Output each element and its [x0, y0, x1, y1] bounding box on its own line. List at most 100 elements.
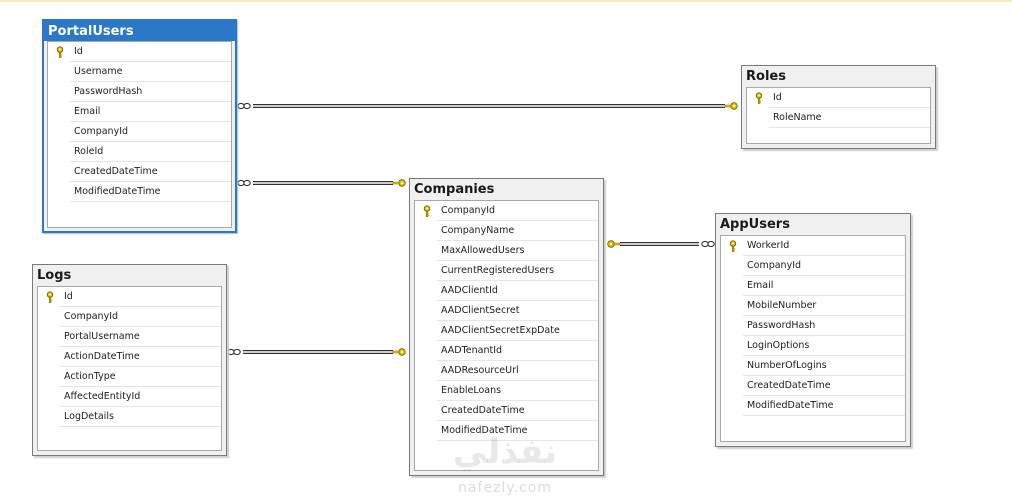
column-row[interactable]: CreatedDateTime: [721, 376, 905, 396]
column-name: Email: [70, 102, 231, 122]
relationship-portalusers-roles[interactable]: [237, 102, 741, 110]
column-row[interactable]: AffectedEntityId: [38, 387, 221, 407]
column-name: CompanyId: [743, 256, 905, 276]
column-row[interactable]: MaxAllowedUsers: [415, 241, 598, 261]
primary-key-icon: [422, 205, 432, 217]
column-row[interactable]: CreatedDateTime: [48, 162, 231, 182]
column-name: LogDetails: [60, 407, 221, 427]
table-title[interactable]: PortalUsers: [44, 21, 235, 41]
column-name: Id: [60, 287, 221, 307]
column-row[interactable]: ActionType: [38, 367, 221, 387]
column-name: WorkerId: [743, 236, 905, 256]
column-row[interactable]: Id: [38, 287, 221, 307]
column-name: LoginOptions: [743, 336, 905, 356]
column-name: CompanyName: [437, 221, 598, 241]
column-name: AADResourceUrl: [437, 361, 598, 381]
primary-key-icon: [55, 46, 65, 58]
column-name: CreatedDateTime: [437, 401, 598, 421]
column-row[interactable]: ModifiedDateTime: [415, 421, 598, 441]
column-row[interactable]: MobileNumber: [721, 296, 905, 316]
column-row[interactable]: LoginOptions: [721, 336, 905, 356]
column-row[interactable]: PasswordHash: [721, 316, 905, 336]
column-row[interactable]: WorkerId: [721, 236, 905, 256]
column-row[interactable]: LogDetails: [38, 407, 221, 427]
column-row[interactable]: CompanyId: [721, 256, 905, 276]
column-name: EnableLoans: [437, 381, 598, 401]
column-row[interactable]: AADClientId: [415, 281, 598, 301]
column-name: CompanyId: [437, 201, 598, 221]
table-title[interactable]: Logs: [37, 268, 72, 283]
table-title[interactable]: Companies: [414, 182, 495, 197]
column-row[interactable]: CompanyId: [38, 307, 221, 327]
column-name: Id: [769, 88, 930, 108]
column-row[interactable]: CompanyName: [415, 221, 598, 241]
column-row[interactable]: Username: [48, 62, 231, 82]
column-row[interactable]: RoleId: [48, 142, 231, 162]
column-name: CreatedDateTime: [743, 376, 905, 396]
column-name: AADClientId: [437, 281, 598, 301]
column-row[interactable]: CurrentRegisteredUsers: [415, 261, 598, 281]
table-title[interactable]: Roles: [746, 69, 786, 84]
primary-key-icon: [754, 92, 764, 104]
watermark-logo-text: نفذلي: [452, 432, 558, 472]
column-name: MaxAllowedUsers: [437, 241, 598, 261]
column-row[interactable]: Email: [48, 102, 231, 122]
column-name: CompanyId: [70, 122, 231, 142]
column-name: AADClientSecret: [437, 301, 598, 321]
column-name: AADTenantId: [437, 341, 598, 361]
watermark-url: nafezly.com: [458, 480, 552, 496]
column-row[interactable]: CompanyId: [415, 201, 598, 221]
relationship-companies-appusers[interactable]: [604, 240, 715, 248]
column-row[interactable]: Id: [48, 42, 231, 62]
relationship-logs-companies[interactable]: [227, 348, 409, 356]
column-name: AADClientSecretExpDate: [437, 321, 598, 341]
column-name: PasswordHash: [70, 82, 231, 102]
column-name: AffectedEntityId: [60, 387, 221, 407]
column-row[interactable]: PasswordHash: [48, 82, 231, 102]
primary-key-icon: [728, 240, 738, 252]
column-row[interactable]: AADResourceUrl: [415, 361, 598, 381]
column-name: Id: [70, 42, 231, 62]
column-name: ActionType: [60, 367, 221, 387]
column-name: ModifiedDateTime: [70, 182, 231, 202]
relationship-portalusers-companies[interactable]: [237, 179, 409, 187]
column-row[interactable]: Email: [721, 276, 905, 296]
column-row[interactable]: EnableLoans: [415, 381, 598, 401]
column-row[interactable]: AADClientSecret: [415, 301, 598, 321]
table-title[interactable]: AppUsers: [720, 217, 790, 232]
column-row[interactable]: RoleName: [747, 108, 930, 128]
column-row[interactable]: ModifiedDateTime: [721, 396, 905, 416]
column-row[interactable]: CreatedDateTime: [415, 401, 598, 421]
column-row[interactable]: Id: [747, 88, 930, 108]
column-row[interactable]: PortalUsername: [38, 327, 221, 347]
column-name: RoleName: [769, 108, 930, 128]
primary-key-icon: [45, 291, 55, 303]
column-name: CreatedDateTime: [70, 162, 231, 182]
column-row[interactable]: ModifiedDateTime: [48, 182, 231, 202]
column-row[interactable]: AADClientSecretExpDate: [415, 321, 598, 341]
column-row[interactable]: AADTenantId: [415, 341, 598, 361]
column-name: PasswordHash: [743, 316, 905, 336]
column-name: Username: [70, 62, 231, 82]
column-name: ActionDateTime: [60, 347, 221, 367]
column-row[interactable]: NumberOfLogins: [721, 356, 905, 376]
column-name: CurrentRegisteredUsers: [437, 261, 598, 281]
column-name: MobileNumber: [743, 296, 905, 316]
column-name: Email: [743, 276, 905, 296]
column-name: RoleId: [70, 142, 231, 162]
column-row[interactable]: CompanyId: [48, 122, 231, 142]
column-name: ModifiedDateTime: [743, 396, 905, 416]
column-name: CompanyId: [60, 307, 221, 327]
column-row[interactable]: ActionDateTime: [38, 347, 221, 367]
column-name: PortalUsername: [60, 327, 221, 347]
